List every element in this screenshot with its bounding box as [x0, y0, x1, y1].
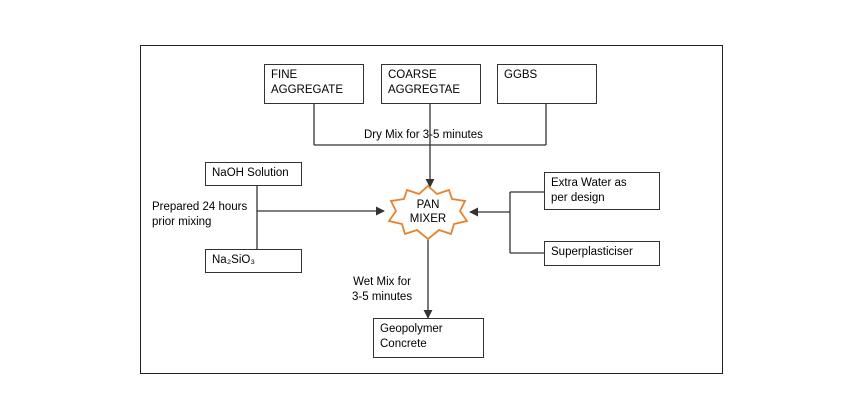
fine-aggregate-box: FINE AGGREGATE [264, 64, 364, 104]
diagram-frame [140, 45, 723, 374]
prepared-label: Prepared 24 hours prior mixing [152, 201, 248, 228]
wet-mix-label: Wet Mix for 3-5 minutes [352, 276, 413, 303]
ggbs-box: GGBS [497, 64, 597, 104]
coarse-aggregate-box: COARSE AGGREGTAE [381, 64, 481, 104]
extra-water-box: Extra Water as per design [544, 172, 660, 210]
na2sio3-box: Na₂SiO₃ [205, 249, 302, 273]
superplasticiser-box: Superplasticiser [544, 241, 660, 266]
naoh-solution-box: NaOH Solution [205, 162, 302, 186]
pan-mixer-shape [387, 184, 469, 241]
pan-mixer-label: PAN MIXER [409, 199, 447, 225]
geopolymer-concrete-box: Geopolymer Concrete [373, 318, 484, 358]
dry-mix-label: Dry Mix for 3-5 minutes [364, 129, 483, 141]
